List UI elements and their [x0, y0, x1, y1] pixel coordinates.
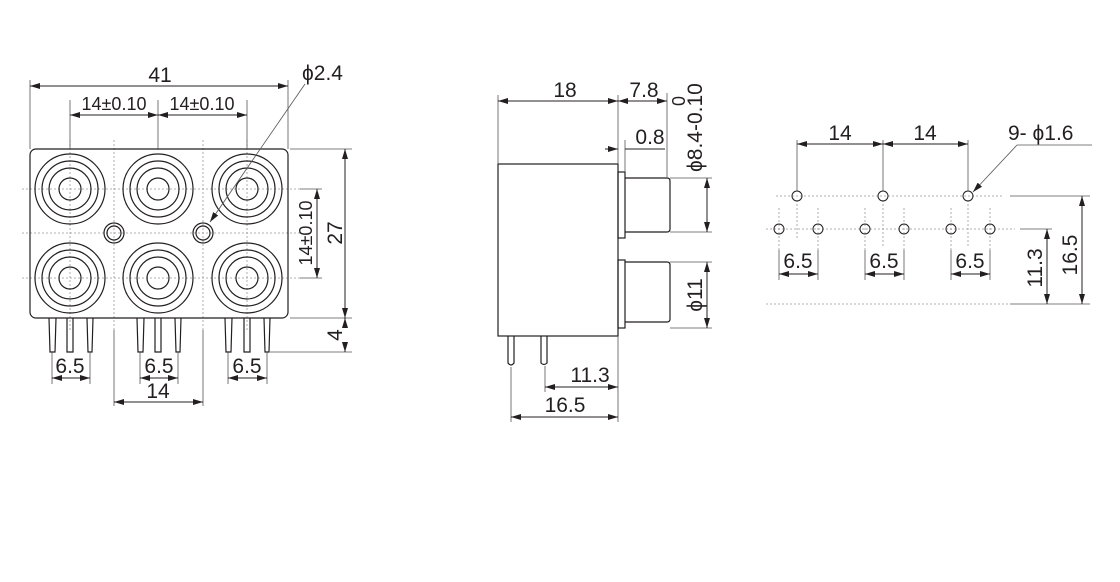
dim-row-pitch: 14±0.10 [296, 201, 316, 266]
side-view: 18 7.8 0.8 ϕ8.4-0.10 0 ϕ11 11.3 16.5 [497, 79, 712, 422]
dim-holes: 9- ϕ1.6 [1008, 122, 1073, 145]
housing-front [29, 148, 289, 319]
dim-height: 27 [324, 221, 347, 244]
dim-hole-spacing: 14 [146, 380, 170, 403]
dim-row-offset: 11.3 [1024, 248, 1047, 287]
dim-pin-spacing: 6.5 [232, 355, 261, 378]
dim-body-depth: 18 [553, 79, 576, 102]
dim-total-offset: 16.5 [1059, 235, 1082, 276]
dim-pitch-1: 14 [828, 122, 852, 145]
dim-pin-spacing: 6.5 [783, 250, 812, 273]
dim-jack-dia-tol: 0 [669, 96, 689, 106]
dim-pin-spacing: 6.5 [144, 355, 173, 378]
dim-pin-offset-1: 11.3 [570, 364, 609, 387]
front-view: 41 14±0.10 14±0.10 ϕ2.4 27 14±0.10 4 6.5… [22, 62, 352, 406]
dim-pin-length: 4 [324, 329, 347, 341]
footprint-holes [773, 190, 996, 235]
dim-pitch-left: 14±0.10 [82, 94, 147, 114]
dim-width: 41 [148, 64, 171, 87]
pins-front [48, 317, 271, 353]
dim-flange: 0.8 [635, 126, 664, 149]
dim-pin-spacing: 6.5 [55, 355, 84, 378]
dim-pin-offset-2: 16.5 [545, 394, 586, 417]
jacks [34, 153, 283, 314]
dim-pin-spacing: 6.5 [869, 250, 898, 273]
dim-jack-dia-upper: ϕ8.4-0.10 [684, 83, 707, 172]
dim-pitch-2: 14 [913, 122, 937, 145]
pcb-footprint: 14 14 9- ϕ1.6 6.5 6.5 6.5 11.3 16.5 [766, 122, 1092, 305]
dim-pin-spacing: 6.5 [955, 250, 984, 273]
dim-hole-dia: ϕ2.4 [302, 62, 343, 85]
dim-jack-length: 7.8 [629, 79, 658, 102]
dim-jack-dia-lower: ϕ11 [684, 278, 707, 312]
dim-pitch-right: 14±0.10 [170, 94, 235, 114]
